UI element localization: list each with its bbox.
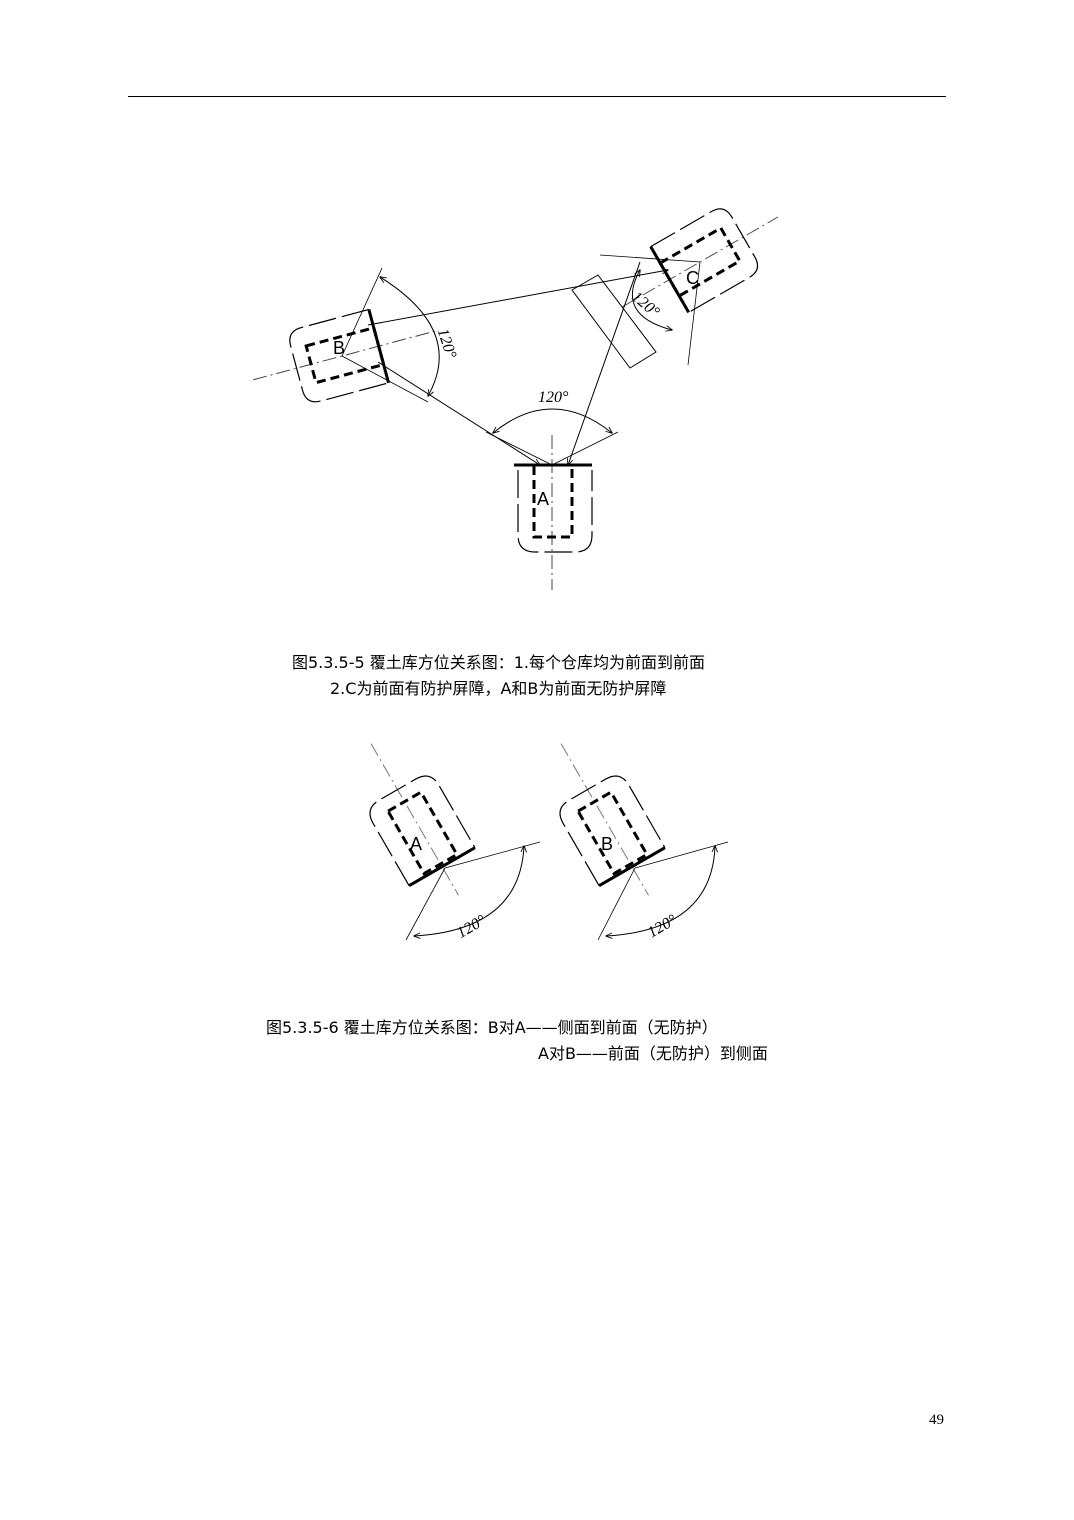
angle-label-1: 120° [538,389,569,406]
label-c: C [686,268,699,288]
angle-lines-a [405,841,541,941]
label-a: A [537,489,549,509]
label-a-fig2: A [410,834,422,854]
angle-construction-lines [341,254,701,466]
protective-barrier [571,274,657,369]
magazine-a-fig2 [369,743,476,896]
figure1-caption-line2: 2.C为前面有防护屏障，A和B为前面无防护屏障 [330,679,667,698]
angle-label-fig2-a: 120° [454,912,489,942]
label-b-fig2: B [601,834,613,854]
angle-arcs [380,270,672,433]
magazine-a: A [514,435,593,590]
angle-label-fig2-b: 120° [645,911,680,941]
figure1-caption-line1: 图5.3.5-5 覆土库方位关系图：1.每个仓库均为前面到前面 [292,653,706,672]
figure2-caption-line1: 图5.3.5-6 覆土库方位关系图：B对A——侧面到前面（无防护） [266,1018,718,1037]
angle-lines-b [597,841,729,941]
figure-5-3-5-6: A 120° B 120° [369,743,729,942]
header-rule [128,96,946,97]
figure-5-3-5-5: A B C 120° 120° 120° [253,208,779,590]
label-b: B [333,338,345,358]
magazine-b-fig2 [559,743,666,896]
page-number: 49 [929,1412,944,1428]
figure2-caption-line2: A对B——前面（无防护）到侧面 [538,1044,768,1063]
